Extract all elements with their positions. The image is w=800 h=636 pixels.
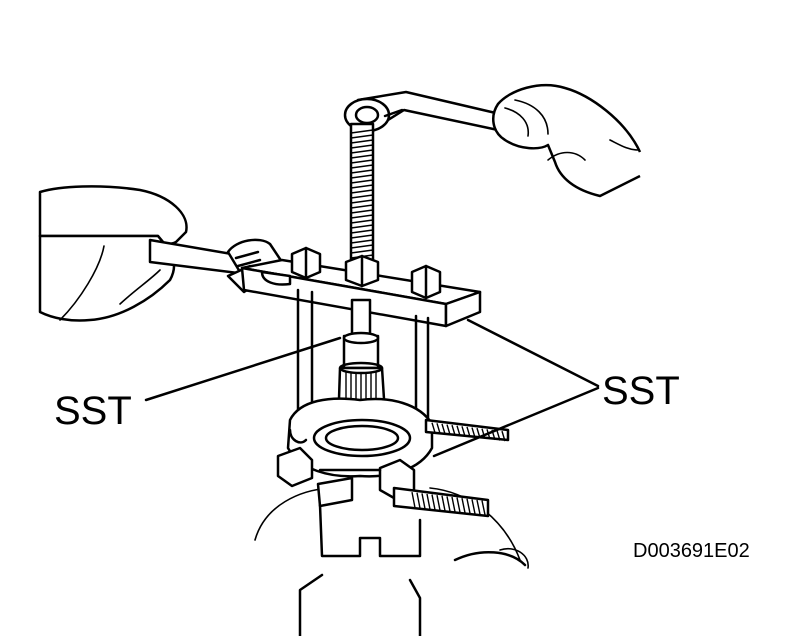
forcing-screw bbox=[349, 122, 375, 266]
thread-line bbox=[441, 423, 446, 435]
thread-line bbox=[350, 219, 374, 224]
thread-line bbox=[350, 194, 374, 199]
figure-code: D003691E02 bbox=[633, 540, 750, 562]
thread-line bbox=[350, 149, 374, 154]
thread-line bbox=[481, 500, 486, 515]
thread-line bbox=[441, 495, 446, 511]
thread-line bbox=[350, 209, 374, 214]
thread-line bbox=[350, 154, 374, 159]
thread-line bbox=[496, 430, 501, 441]
puller-crossbeam bbox=[240, 246, 482, 328]
thread-line bbox=[350, 239, 374, 244]
thread-line bbox=[456, 497, 461, 513]
thread-line bbox=[471, 499, 476, 514]
thread-line bbox=[350, 184, 374, 189]
thread-line bbox=[350, 189, 374, 194]
leader-lines bbox=[144, 318, 600, 458]
thread-line bbox=[350, 234, 374, 239]
sst-label-right: SST bbox=[602, 369, 680, 413]
thread-line bbox=[476, 499, 481, 515]
left-hand-with-adjustable-wrench bbox=[38, 185, 284, 322]
thread-line bbox=[350, 199, 374, 204]
thread-line bbox=[461, 426, 466, 437]
thread-line bbox=[350, 169, 374, 174]
thread-line bbox=[350, 204, 374, 209]
thread-line bbox=[350, 159, 374, 164]
thread-line bbox=[436, 495, 441, 511]
thread-line bbox=[431, 422, 436, 433]
thread-line bbox=[456, 425, 461, 436]
thread-line bbox=[350, 144, 374, 149]
thread-line bbox=[350, 249, 374, 254]
thread-line bbox=[350, 139, 374, 144]
thread-line bbox=[350, 174, 374, 179]
thread-line bbox=[436, 423, 441, 434]
thread-line bbox=[446, 496, 451, 512]
thread-line bbox=[421, 493, 426, 509]
thread-line bbox=[466, 426, 471, 438]
thread-line bbox=[416, 492, 421, 509]
thread-line bbox=[446, 424, 451, 435]
thread-line bbox=[350, 229, 374, 234]
thread-line bbox=[481, 428, 486, 439]
thread-line bbox=[411, 492, 416, 508]
thread-line bbox=[350, 164, 374, 169]
thread-line bbox=[431, 494, 436, 510]
thread-line bbox=[426, 493, 431, 510]
thread-line bbox=[350, 179, 374, 184]
thread-line bbox=[501, 430, 506, 442]
bearing-splitter bbox=[276, 397, 434, 500]
thread-line bbox=[461, 498, 466, 513]
thread-line bbox=[350, 224, 374, 229]
sst-label-left: SST bbox=[54, 389, 132, 433]
right-hand-with-ring-wrench bbox=[343, 83, 642, 198]
thread-line bbox=[350, 134, 374, 139]
thread-line bbox=[350, 244, 374, 249]
thread-line bbox=[471, 427, 476, 438]
thread-line bbox=[350, 129, 374, 134]
thread-line bbox=[350, 214, 374, 219]
thread-line bbox=[466, 498, 471, 514]
thread-line bbox=[451, 496, 456, 512]
thread-line bbox=[451, 424, 456, 436]
